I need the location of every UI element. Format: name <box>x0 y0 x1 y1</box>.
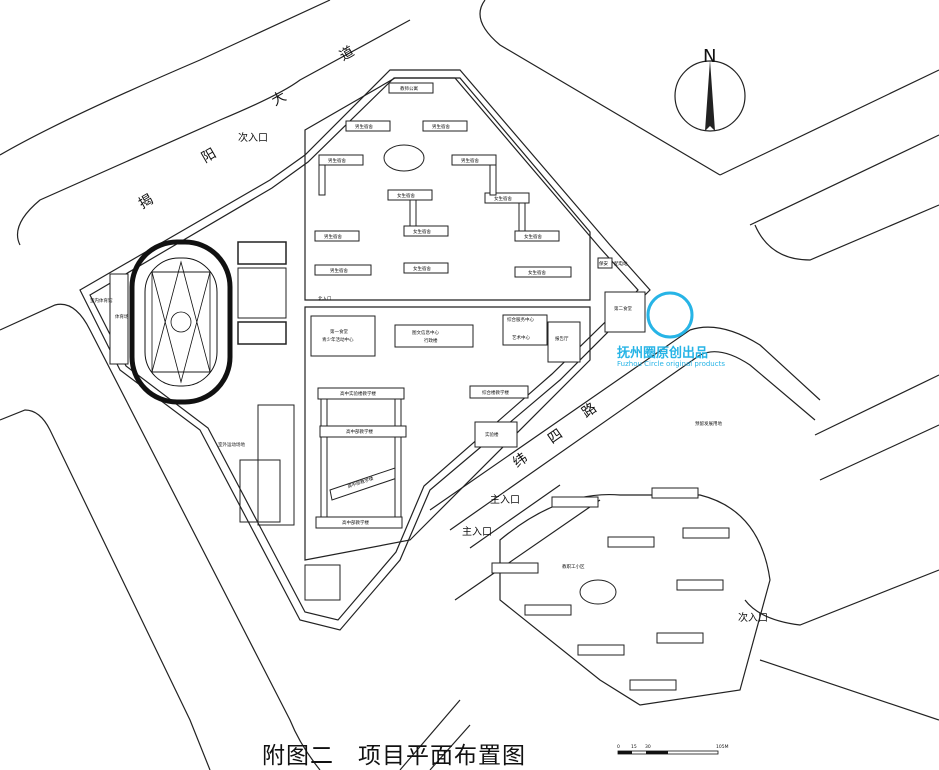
entrance-label: 次入口 <box>738 611 768 624</box>
road-name-char: 道 <box>337 44 357 65</box>
building-label: 保安 <box>599 260 608 267</box>
watermark-line2: Fuzhou Circle original products <box>617 360 725 368</box>
north-label: N <box>703 46 716 67</box>
building-label: 艺术中心 <box>512 334 530 341</box>
sports-field: 室内体育馆 体育场 <box>90 239 233 405</box>
entrance-label: 主入口 <box>490 494 520 506</box>
building-label: 男生宿舍 <box>432 123 450 130</box>
road-names: 揭 阳 大 道 纬 四 路 <box>136 44 600 472</box>
building-label: 室外运动场地 <box>218 441 245 448</box>
dorm-buildings: 教师公寓 男生宿舍 男生宿舍 男生宿舍 男生宿舍 男生宿舍 男生宿舍 女生宿舍 … <box>314 82 572 278</box>
figure-caption: 附图二 项目平面布置图 <box>262 743 526 769</box>
building-label: 女生宿舍 <box>413 228 431 235</box>
weisi-road <box>429 326 821 601</box>
road-name-char: 纬 <box>510 450 531 471</box>
building-label: 男生宿舍 <box>324 233 342 240</box>
building-label: 女生宿舍 <box>528 269 546 276</box>
watermark-line1: 抚州圈原创出品 <box>617 346 709 361</box>
building-label: 室内体育馆 <box>90 297 113 304</box>
building-label: 青少年活动中心 <box>322 336 354 343</box>
courts: 室外运动场地 <box>218 241 341 601</box>
building-label: 实验楼 <box>485 431 499 438</box>
building-label: 女生宿舍 <box>494 195 512 202</box>
entrance-label: 主入口 <box>462 526 492 538</box>
building-label: 男生宿舍 <box>355 123 373 130</box>
area-label: 教职工小区 <box>562 563 585 570</box>
north-arrow: N <box>674 46 746 132</box>
building-label: 女生宿舍 <box>524 233 542 240</box>
building-label: 北入口 <box>318 295 332 302</box>
building-label: 男生宿舍 <box>330 267 348 274</box>
academic-buildings: 第一食堂 青少年活动中心 图文信息中心 行政楼 综合服务中心 艺术中心 报告厅 … <box>310 257 646 529</box>
building-label: 第二食堂 <box>614 305 632 312</box>
road-name-char: 路 <box>579 400 600 421</box>
building-label: 男生宿舍 <box>461 157 479 164</box>
road-name-char: 揭 <box>136 192 156 213</box>
building-label: 高中部教学楼 <box>342 519 369 526</box>
building-label: 报告厅 <box>555 335 569 342</box>
building-label: 高中实验楼教学楼 <box>340 390 376 397</box>
building-label: 男生宿舍 <box>328 157 346 164</box>
scale-label: 105M <box>716 744 729 750</box>
building-label: 女生宿舍 <box>397 192 415 199</box>
building-label: 教师公寓 <box>400 85 418 92</box>
building-label: 高中部教学楼 <box>346 428 373 435</box>
entrance-label: 次入口 <box>238 131 268 144</box>
watermark-logo <box>646 291 694 339</box>
road-name-char: 四 <box>545 426 566 447</box>
building-label: 综合楼教学楼 <box>482 389 509 396</box>
scale-label: 0 <box>617 744 620 750</box>
campus-interior <box>304 77 591 561</box>
building-label: 女生宿舍 <box>413 265 431 272</box>
entrances: 次入口 主入口 主入口 次入口 <box>238 131 768 624</box>
scale-label: 15 <box>631 744 637 750</box>
building-label: 综合服务中心 <box>507 316 534 323</box>
building-label: 体育场 <box>115 313 129 320</box>
scale-bar: 0 15 30 105M <box>617 744 729 755</box>
building-label: 行政楼 <box>424 337 438 344</box>
road-name-char: 阳 <box>199 146 219 167</box>
road-name-char: 大 <box>269 89 289 110</box>
building-label: 图文信息中心 <box>412 329 439 336</box>
building-label: 第一食堂 <box>330 328 348 335</box>
scale-label: 30 <box>645 744 651 750</box>
staff-housing: 教职工小区 <box>491 487 771 706</box>
area-label: 预留发展用地 <box>695 420 722 427</box>
building-label: 配电站 <box>614 260 628 267</box>
watermark: 抚州圈原创出品 Fuzhou Circle original products <box>617 347 725 369</box>
